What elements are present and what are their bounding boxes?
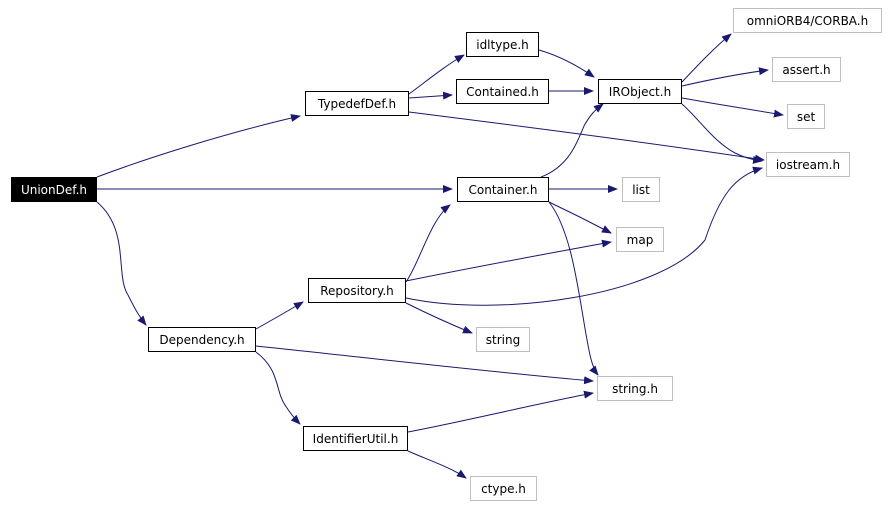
edge-dependency-to-stringh [255, 345, 594, 385]
edge-dependency-to-repository [255, 301, 304, 330]
node-container[interactable]: Container.h [457, 177, 549, 202]
edge-irobject-to-assert [681, 67, 769, 87]
node-idltype[interactable]: idltype.h [466, 32, 539, 57]
edge-uniondef-to-typedefdef [96, 114, 301, 178]
node-repository[interactable]: Repository.h [308, 278, 406, 303]
node-map: map [616, 227, 664, 252]
node-assert: assert.h [772, 57, 841, 82]
node-identifierutil[interactable]: IdentifierUtil.h [303, 426, 408, 451]
edge-container-to-irobject [540, 103, 604, 178]
edge-container-to-map [548, 201, 612, 234]
edge-repository-to-container [405, 204, 451, 283]
node-iostream: iostream.h [766, 152, 850, 177]
edge-dependency-to-identifierutil [255, 351, 301, 425]
node-dependency[interactable]: Dependency.h [148, 327, 256, 352]
node-string: string [476, 327, 530, 352]
node-contained[interactable]: Contained.h [456, 79, 549, 104]
edge-uniondef-to-dependency [96, 201, 147, 326]
node-list: list [622, 177, 660, 202]
edge-typedefdef-to-contained [408, 91, 453, 100]
edge-identifierutil-to-stringh [407, 390, 594, 433]
edge-identifierutil-to-ctype [407, 450, 467, 479]
edge-irobject-to-omniorb [681, 33, 732, 83]
node-set: set [787, 104, 825, 129]
edge-repository-to-map [405, 239, 612, 282]
node-ctype: ctype.h [470, 476, 537, 501]
edge-repository-to-string [405, 302, 473, 334]
edge-typedefdef-to-idltype [408, 54, 465, 95]
edge-irobject-to-iostream [681, 103, 763, 164]
node-typedefdef[interactable]: TypedefDef.h [305, 91, 409, 116]
node-irobject[interactable]: IRObject.h [598, 79, 682, 104]
edge-layer [96, 33, 784, 479]
edge-idltype-to-irobject [538, 49, 595, 78]
edge-typedefdef-to-iostream [408, 111, 765, 163]
edge-irobject-to-set [681, 97, 784, 118]
node-omniorb-corba: omniORB4/CORBA.h [733, 8, 882, 33]
node-uniondef[interactable]: UnionDef.h [11, 177, 97, 202]
edge-container-to-stringh [548, 201, 599, 376]
node-string-h: string.h [597, 376, 673, 401]
edge-repository-to-iostream [405, 166, 763, 306]
